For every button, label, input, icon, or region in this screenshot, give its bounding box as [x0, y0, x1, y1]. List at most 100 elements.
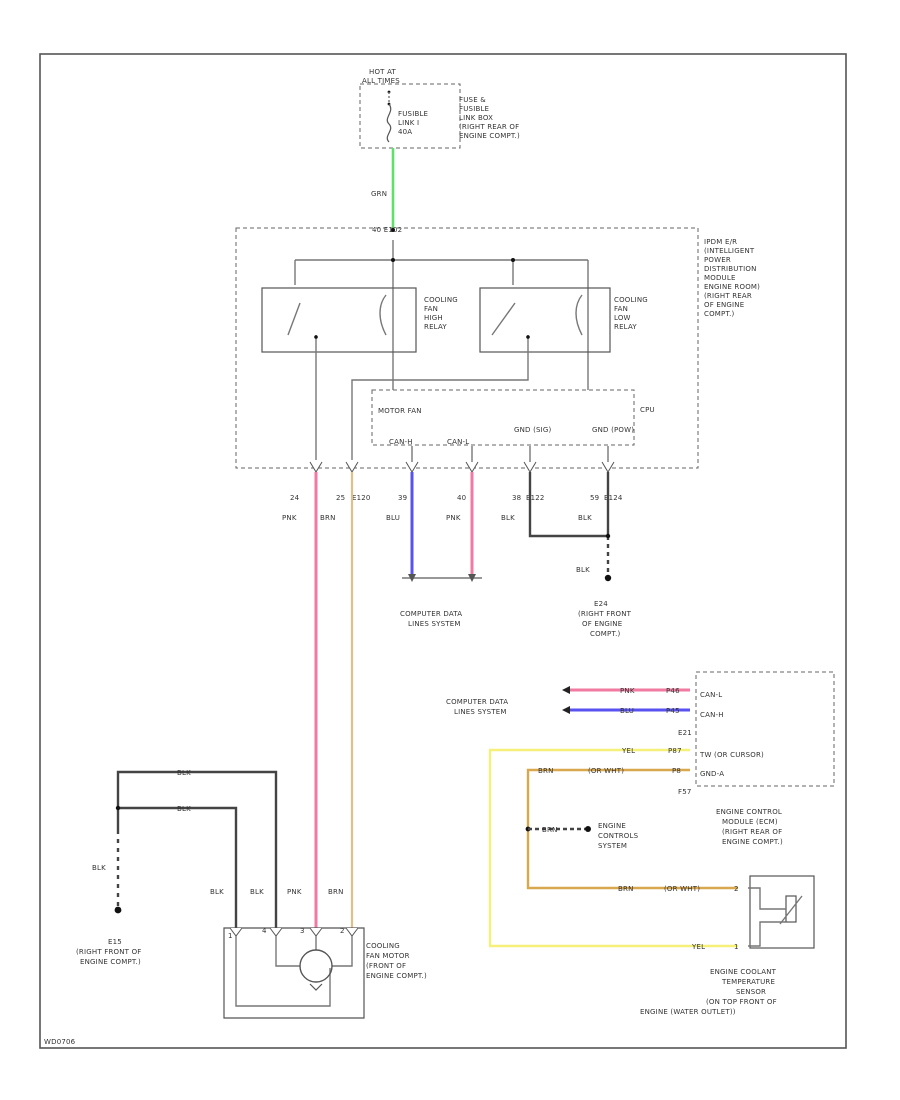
ect-wire-brn-color: BRN	[618, 885, 634, 893]
low-relay-switch-icon	[491, 302, 516, 336]
motor-wire-label-3: PNK	[287, 888, 302, 896]
comp-data-1-line2: LINES SYSTEM	[408, 620, 461, 628]
motor-pin-1: 1	[228, 932, 233, 940]
wire-25-color: BRN	[320, 514, 336, 522]
cooling-fan-motor: 1 4 3 2 COOLING FAN MOTOR (FRONT OF ENGI…	[223, 927, 427, 1019]
cpu-block: CPU MOTOR FAN CAN-H CAN-L GND (SIG) GND …	[371, 389, 655, 462]
motor-ground-wire-mid	[118, 806, 238, 928]
cpu-pin-gnd-sig: GND (SIG)	[514, 426, 552, 434]
ecm-signal-gnd: GND-A	[700, 770, 724, 778]
motor-wire-label-4: BRN	[328, 888, 344, 896]
ect-label-3: SENSOR	[736, 988, 766, 996]
ipdm-label-4: DISTRIBUTION	[704, 265, 757, 273]
hot-label-2: ALL TIMES	[362, 77, 400, 85]
conn-e122: E122	[526, 494, 545, 502]
ecm-connector-e21: E21	[678, 729, 692, 737]
ecm-signal-tw: TW (OR CURSOR)	[699, 751, 764, 759]
cpu-pin-gnd-pow: GND (POW)	[592, 426, 634, 434]
ect-label-5: ENGINE (WATER OUTLET))	[640, 1008, 736, 1016]
feed-wire-label: GRN	[371, 190, 387, 198]
ecm-label-1: ENGINE CONTROL	[716, 808, 782, 816]
high-relay-label-2: FAN	[424, 305, 438, 313]
ecm-label-3: (RIGHT REAR OF	[722, 828, 782, 836]
motor-wire-top-label: BLK	[177, 769, 191, 777]
wire-59-color: BLK	[578, 514, 592, 522]
motor-label-3: (FRONT OF	[366, 962, 406, 970]
ect-label-4: (ON TOP FRONT OF	[706, 998, 777, 1006]
high-relay-label-4: RELAY	[424, 323, 447, 331]
ground-e24-label-2: (RIGHT FRONT	[578, 610, 632, 618]
ground-e24-icon	[604, 574, 612, 582]
pin-40: 40	[457, 494, 466, 502]
fuse-box-label-4: (RIGHT REAR OF	[459, 123, 519, 131]
ground-e24-label-3: OF ENGINE	[582, 620, 622, 628]
ipdm-label-2: (INTELLIGENT	[704, 247, 755, 255]
arrow-icon-left	[562, 686, 570, 714]
ground-wires-e24	[528, 472, 610, 538]
ipdm-er: IPDM E/R (INTELLIGENT POWER DISTRIBUTION…	[235, 227, 760, 469]
ecm-wire-blu-pin: P45	[666, 707, 680, 715]
ground-e24-label-4: COMPT.)	[590, 630, 621, 638]
ecm-wire-brn-color: BRN	[538, 767, 554, 775]
low-relay-label-2: FAN	[614, 305, 628, 313]
ipdm-label-7: (RIGHT REAR	[704, 292, 752, 300]
wire-39-color: BLU	[386, 514, 400, 522]
motor-wire-mid-label: BLK	[177, 805, 191, 813]
ground-e15-label-1: E15	[108, 938, 122, 946]
hot-label-1: HOT AT	[369, 68, 397, 76]
comp-data-1-line1: COMPUTER DATA	[400, 610, 462, 618]
ecm-wire-brn-pin: P8	[672, 767, 681, 775]
ecm: CAN-L CAN-H TW (OR CURSOR) GND-A E21 F57…	[678, 671, 835, 846]
ipdm-label-3: POWER	[704, 256, 731, 264]
engine-controls-arrow-icon	[585, 826, 591, 832]
high-relay-switch-icon	[287, 302, 301, 336]
fuse-label-1: FUSIBLE	[398, 110, 428, 118]
motor-pin-4: 4	[262, 927, 267, 935]
motor-fan-label: MOTOR FAN	[378, 407, 422, 415]
fusible-link-icon	[386, 103, 392, 143]
ecm-label-2: MODULE (ECM)	[722, 818, 778, 826]
ipdm-label-8: OF ENGINE	[704, 301, 744, 309]
motor-ground-wire-top	[116, 770, 278, 928]
cooling-fan-low-relay: COOLING FAN LOW RELAY	[351, 287, 648, 460]
motor-pin-2: 2	[340, 927, 345, 935]
pin-24: 24	[290, 494, 300, 502]
comp-data-2-line2: LINES SYSTEM	[454, 708, 507, 716]
cpu-pin-can-l: CAN-L	[447, 438, 469, 446]
cpu-label: CPU	[640, 406, 655, 414]
ecm-signal-can-h: CAN-H	[700, 711, 724, 719]
fan-motor-icon	[299, 949, 333, 983]
fuse-box-label-2: FUSIBLE	[459, 105, 489, 113]
wire-40-color: PNK	[446, 514, 461, 522]
pin-59: 59	[590, 494, 599, 502]
ground-e15-wire: BLK	[92, 864, 106, 872]
low-relay-label-3: LOW	[614, 314, 631, 322]
arrow-icon	[408, 574, 476, 582]
ground-e15-icon	[114, 906, 122, 914]
ipdm-label-6: ENGINE ROOM)	[704, 283, 760, 291]
diagram-frame	[39, 53, 847, 1049]
motor-wire-label-2: BLK	[250, 888, 264, 896]
comp-data-2-line1: COMPUTER DATA	[446, 698, 508, 706]
ecm-wire-brn-color2: (OR WHT)	[588, 767, 624, 775]
wire-38-color: BLK	[501, 514, 515, 522]
ipdm-label-1: IPDM E/R	[704, 238, 737, 246]
conn-e124: E124	[604, 494, 623, 502]
ipdm-connector-label: 40 E102	[372, 226, 402, 234]
conn-e120: E120	[352, 494, 371, 502]
ect-signal-wire-yellow	[488, 748, 738, 948]
ipdm-label-9: COMPT.)	[704, 310, 735, 318]
ecm-signal-can-l: CAN-L	[700, 691, 722, 699]
fuse-box-label-1: FUSE &	[459, 96, 486, 104]
motor-label-4: ENGINE COMPT.)	[366, 972, 427, 980]
engine-controls-wire: BRN	[542, 826, 558, 834]
engine-controls-label-2: CONTROLS	[598, 832, 639, 840]
engine-controls-label-1: ENGINE	[598, 822, 626, 830]
ground-e15-label-2: (RIGHT FRONT OF	[76, 948, 142, 956]
figure-id: WD0706	[44, 1038, 76, 1046]
fuse-box-label-5: ENGINE COMPT.)	[459, 132, 520, 140]
low-relay-label-4: RELAY	[614, 323, 637, 331]
fuse-label-2: LINK I	[398, 119, 419, 127]
low-relay-label-1: COOLING	[614, 296, 648, 304]
